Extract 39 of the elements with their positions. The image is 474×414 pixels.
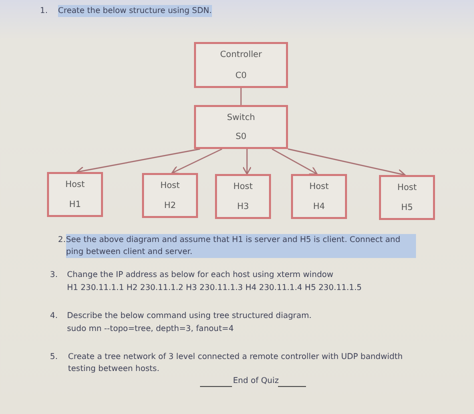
- question-text: Change the IP address as below for each host using xterm window: [67, 269, 334, 281]
- item-number: H1 230.11.1.1 H2 230.11.1.2 H3 230.11.1.3 H4 230.11.1.4 H5 230.11.1.5: [67, 282, 362, 294]
- arrow: [288, 148, 406, 178]
- node-type-label: Host: [160, 181, 180, 191]
- node-id-label: H2: [164, 201, 176, 211]
- arrow: [242, 149, 252, 175]
- network-node-box: [379, 175, 435, 220]
- network-node-box: [215, 174, 271, 219]
- connector-line: [240, 88, 242, 105]
- node-type-label: Switch: [226, 113, 256, 123]
- question-text: Create a tree network of 3 level connected a remote controller with UDP bandwidth testing between hosts.: [68, 351, 404, 375]
- question-text: 3.: [50, 269, 58, 281]
- node-id-label: C0: [235, 71, 247, 81]
- question-text: 4.: [50, 310, 58, 322]
- network-node-box: [291, 174, 347, 219]
- item-number: 1.: [40, 5, 48, 17]
- item-number: End of Quiz: [233, 375, 279, 387]
- question-text: 2.: [58, 234, 66, 246]
- node-type-label: Host: [65, 180, 85, 190]
- node-type-label: Controller: [220, 50, 262, 60]
- node-id-label: H1: [69, 200, 81, 210]
- question-text: 5.: [50, 351, 58, 363]
- node-type-label: Host: [309, 182, 329, 192]
- node-id-label: H4: [313, 202, 325, 212]
- node-id-label: H3: [237, 202, 249, 212]
- network-node-box: [142, 173, 198, 218]
- node-id-label: S0: [236, 132, 246, 142]
- network-node-box: [194, 105, 288, 149]
- node-id-label: H5: [401, 203, 413, 213]
- item-number: sudo mn --topo=tree, depth=3, fanout=4: [67, 323, 234, 335]
- question-text: See the above diagram and assume that H1 is server and H5 is client. Connect and ping between client and server.: [66, 234, 416, 258]
- node-type-label: Host: [397, 183, 417, 193]
- network-node-box: [47, 172, 103, 217]
- node-type-label: Host: [233, 182, 253, 192]
- arrow: [171, 148, 222, 174]
- question-text: Describe the below command using tree structured diagram.: [67, 310, 312, 322]
- arrow: [272, 148, 318, 175]
- network-node-box: [194, 42, 288, 88]
- question-text: Create the below structure using SDN.: [58, 5, 212, 17]
